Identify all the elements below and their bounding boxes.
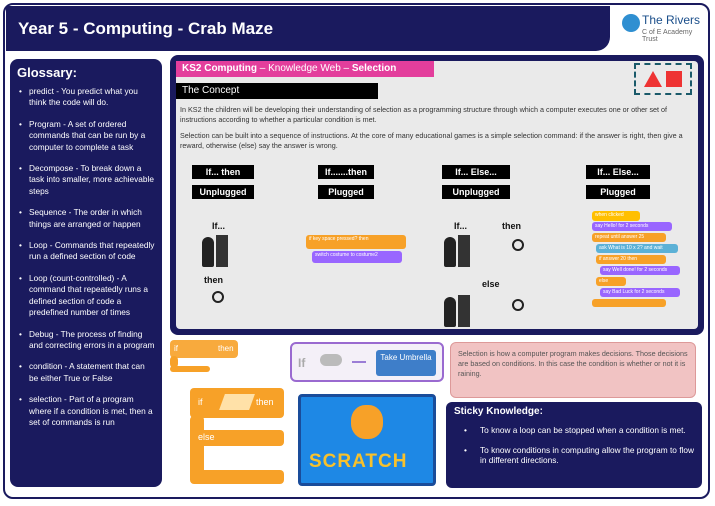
label-top: If... Else... (586, 165, 650, 179)
scratch-logo: SCRATCH (298, 394, 436, 486)
lightbulb-icon (512, 299, 524, 311)
then-word: then (204, 275, 223, 285)
knowledge-web-panel: KS2 Computing – Knowledge Web – Selectio… (170, 55, 704, 335)
lightbulb-icon (212, 291, 224, 303)
glossary-item: condition - A statement that can be eith… (17, 361, 155, 384)
glossary-item: Loop - Commands that repeatedly run a de… (17, 240, 155, 263)
sticky-item: To know a loop can be stopped when a con… (454, 425, 694, 435)
rivers-logo-icon (622, 14, 640, 32)
else-word: else (482, 279, 500, 289)
rain-umbrella-example: If Take Umbrella (290, 342, 444, 382)
concept-text: In KS2 the children will be developing t… (180, 105, 683, 150)
glossary-panel: Glossary: predict - You predict what you… (10, 59, 162, 487)
page-title: Year 5 - Computing - Crab Maze (18, 19, 274, 38)
small-if-then-block: if then (170, 340, 238, 372)
arrow-right-icon (352, 361, 366, 363)
lightbulb-icon (512, 239, 524, 251)
glossary-item: Decompose - To break down a task into sm… (17, 163, 155, 197)
person-icon (202, 237, 214, 267)
rain-cloud-icon (320, 354, 342, 366)
if-word: If... (454, 221, 467, 231)
scratch-if-else-script: when clicked say Hello! for 2 seconds re… (592, 211, 680, 325)
person-icon (444, 297, 456, 327)
scratch-cat-icon (351, 405, 383, 439)
page-frame (3, 3, 710, 499)
fridge-icon (458, 295, 470, 327)
large-if-then-else-block: if then else (190, 388, 284, 484)
glossary-title: Glossary: (17, 65, 77, 80)
page-header: Year 5 - Computing - Crab Maze (6, 6, 610, 51)
school-logo: The Rivers C of E Academy Trust (618, 8, 708, 48)
logo-name: The Rivers (642, 13, 701, 27)
shapes-cursor-icon (634, 63, 692, 95)
label-bottom: Unplugged (442, 185, 510, 199)
knowledge-web-title-bar: KS2 Computing – Knowledge Web – Selectio… (176, 61, 434, 77)
label-top: If... Else... (442, 165, 510, 179)
then-word: then (502, 221, 521, 231)
glossary-item: predict - You predict what you think the… (17, 86, 155, 109)
label-bottom: Plugged (318, 185, 374, 199)
sticky-item: To know conditions in computing allow th… (454, 445, 694, 465)
rain-if-label: If (298, 356, 306, 370)
take-umbrella-label: Take Umbrella (376, 350, 436, 376)
fridge-icon (216, 235, 228, 267)
concept-heading: The Concept (176, 83, 378, 99)
label-top: If.......then (318, 165, 374, 179)
glossary-item: Loop (count-controlled) - A command that… (17, 273, 155, 319)
glossary-item: selection - Part of a program where if a… (17, 394, 155, 428)
selection-note: Selection is how a computer program make… (450, 342, 696, 398)
person-icon (444, 237, 456, 267)
sticky-title: Sticky Knowledge: (454, 406, 543, 417)
label-bottom: Unplugged (192, 185, 254, 199)
glossary-item: Debug - The process of finding and corre… (17, 329, 155, 352)
label-bottom: Plugged (586, 185, 650, 199)
sticky-knowledge-panel: Sticky Knowledge: To know a loop can be … (446, 402, 702, 488)
scratch-logo-text: SCRATCH (309, 451, 408, 472)
if-word: If... (212, 221, 225, 231)
glossary-item: Sequence - The order in which things are… (17, 207, 155, 230)
label-top: If... then (192, 165, 254, 179)
logo-subtitle: C of E Academy Trust (642, 29, 693, 43)
glossary-item: Program - A set of ordered commands that… (17, 119, 155, 153)
fridge-icon (458, 235, 470, 267)
scratch-if-then-script: if key space pressed? then switch costum… (306, 235, 406, 267)
